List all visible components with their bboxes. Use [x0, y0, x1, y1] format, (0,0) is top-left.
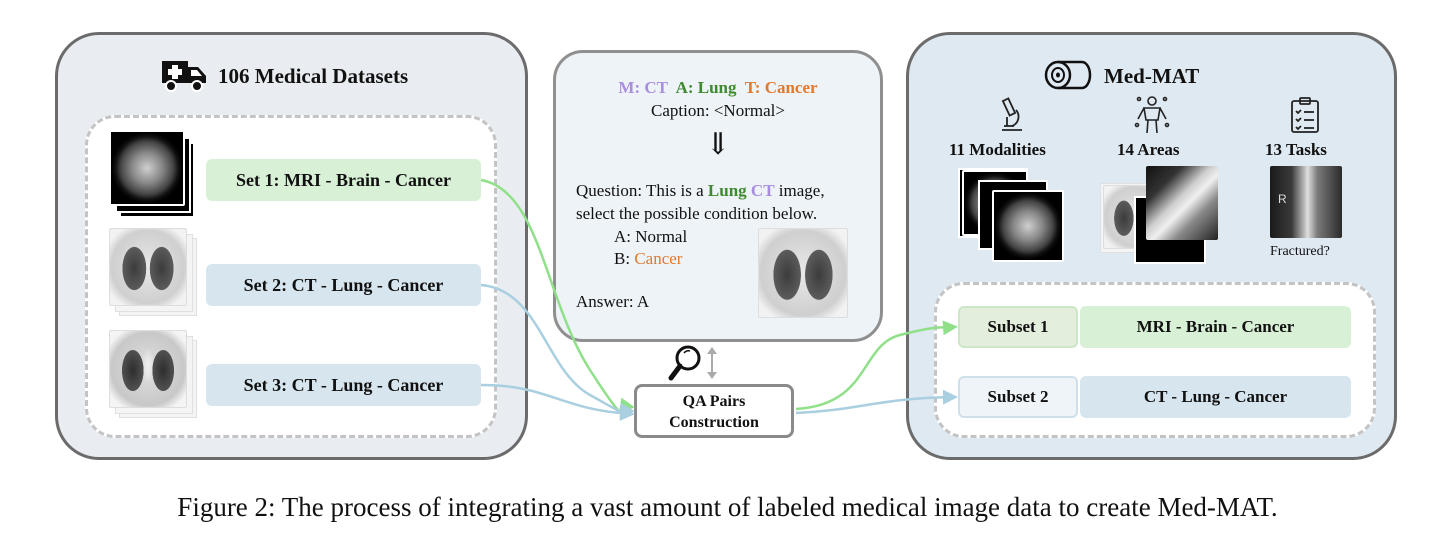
xray-marker: R	[1278, 192, 1287, 206]
subset-1-box: MRI - Brain - Cancer	[1080, 306, 1351, 348]
qa-line-2: Construction	[669, 414, 759, 431]
clipboard-checklist-icon	[1291, 97, 1319, 133]
attribute-tags: M: CT A: Lung T: Cancer	[553, 78, 883, 98]
fracture-question: Fractured?	[1270, 244, 1330, 259]
option-b-value: Cancer	[634, 249, 683, 268]
figure-caption: Figure 2: The process of integrating a v…	[177, 492, 1278, 522]
option-b: B: Cancer	[614, 249, 682, 269]
microscope-icon	[1001, 97, 1022, 131]
qa-line-1: QA Pairs	[682, 393, 746, 410]
set-1-arrow	[480, 178, 635, 416]
caption-line: Caption: <Normal>	[651, 101, 785, 120]
set-2-box: Set 2: CT - Lung - Cancer	[206, 264, 481, 306]
question-modality: CT	[750, 181, 775, 200]
scroll-roll-icon	[1044, 60, 1092, 90]
magnifier-icon	[668, 345, 717, 381]
question-line-1: Question: This is a Lung CT image,	[576, 181, 825, 201]
set-2-arrow	[480, 283, 635, 418]
areas-count: 14 Areas	[1117, 140, 1180, 159]
datasets-title: 106 Medical Datasets	[218, 64, 409, 88]
set-1-box: Set 1: MRI - Brain - Cancer	[206, 159, 481, 201]
qa-construction-box: QA Pairs Construction	[634, 384, 794, 438]
brain-mri-image	[992, 190, 1064, 262]
med-mat-title: Med-MAT	[1104, 64, 1200, 88]
subset-1-label: Subset 1	[958, 306, 1078, 348]
subset-2-label: Subset 2	[958, 376, 1078, 418]
question-prefix: Question: This is a	[576, 181, 708, 200]
subset-2-arrow	[795, 389, 958, 415]
modality-tag: M: CT	[618, 78, 668, 97]
option-b-prefix: B:	[614, 249, 635, 268]
subset-2-box: CT - Lung - Cancer	[1080, 376, 1351, 418]
answer-line: Answer: A	[576, 292, 650, 311]
down-arrow-icon: ⇓	[705, 128, 731, 161]
neck-xray-image	[1270, 166, 1342, 238]
tasks-count: 13 Tasks	[1265, 140, 1327, 159]
modalities-count: 11 Modalities	[949, 140, 1046, 159]
question-suffix: image,	[774, 181, 825, 200]
human-body-icon	[1134, 96, 1170, 134]
question-area: Lung	[707, 181, 747, 200]
subset-1-arrow	[795, 320, 958, 411]
ambulance-icon	[162, 61, 206, 92]
option-a: A: Normal	[614, 227, 688, 246]
lung-ct-image	[109, 228, 187, 306]
spine-xray-image	[1146, 166, 1218, 240]
lung-ct-image	[109, 330, 187, 408]
question-line-2: select the possible condition below.	[576, 204, 818, 223]
set-3-box: Set 3: CT - Lung - Cancer	[206, 364, 481, 406]
area-tag: A: Lung	[675, 78, 737, 97]
question-lung-image	[758, 228, 848, 318]
set-3-arrow	[480, 383, 635, 421]
task-tag: T: Cancer	[744, 78, 818, 97]
brain-mri-image	[109, 130, 185, 206]
